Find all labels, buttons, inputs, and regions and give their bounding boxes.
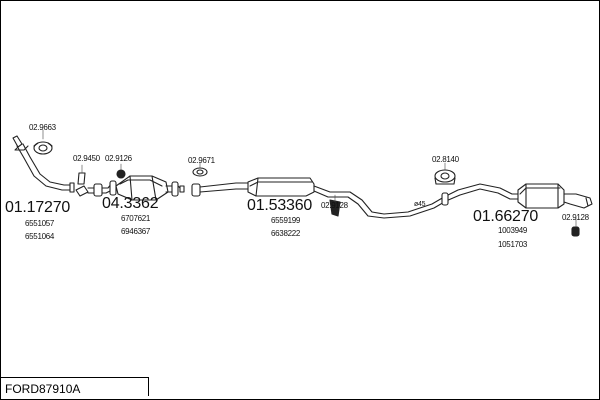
oem-number: 1003949 [498, 226, 528, 235]
oem-number: 6551057 [25, 219, 55, 228]
rear-silencer [517, 183, 565, 209]
group-code-downpipe: 01.17270 [5, 199, 71, 216]
part-code-rear-mount: 02.9128 [562, 213, 589, 222]
part-code-hanger: 02.8140 [432, 155, 459, 164]
middle-pipe [191, 182, 249, 197]
oem-number: 1051703 [498, 240, 528, 249]
model-code: FORD87910A [5, 382, 81, 396]
model-code-box: FORD87910A [1, 377, 149, 396]
rear-pipe [441, 183, 521, 206]
tailpipe [563, 193, 593, 209]
group-code-catalyst: 04.3362 [102, 195, 159, 212]
part-code-mid-mount: 02.9128 [321, 201, 348, 210]
leader-lines [42, 129, 577, 228]
part-code-gasket: 02.9663 [29, 123, 56, 132]
oem-number: 6559199 [271, 216, 301, 225]
intermediate-pipe [313, 185, 447, 219]
gasket-ring [33, 141, 53, 155]
clamp [75, 172, 89, 197]
part-code-clamp: 02.9450 [73, 154, 100, 163]
hanger-bracket [434, 169, 456, 185]
group-code-rear-silencer: 01.66270 [473, 208, 539, 225]
rubber-mount [329, 199, 341, 217]
part-code-flange: 02.9671 [188, 156, 215, 165]
group-code-centre-silencer: 01.53360 [247, 197, 313, 214]
front-downpipe [12, 135, 75, 193]
rubber-mount [116, 169, 126, 179]
oem-number: 6638222 [271, 229, 301, 238]
rubber-mount [571, 226, 580, 237]
oem-number: 6946367 [121, 227, 151, 236]
centre-silencer [247, 177, 315, 197]
part-code-mount: 02.9126 [105, 154, 132, 163]
catalyst-inlet-pipe [87, 180, 117, 197]
flange-gasket [192, 167, 208, 177]
catalyst-outlet [165, 181, 185, 197]
pipe-diameter-label: ø45 [414, 201, 426, 208]
oem-number: 6551064 [25, 232, 55, 241]
oem-number: 6707621 [121, 214, 151, 223]
